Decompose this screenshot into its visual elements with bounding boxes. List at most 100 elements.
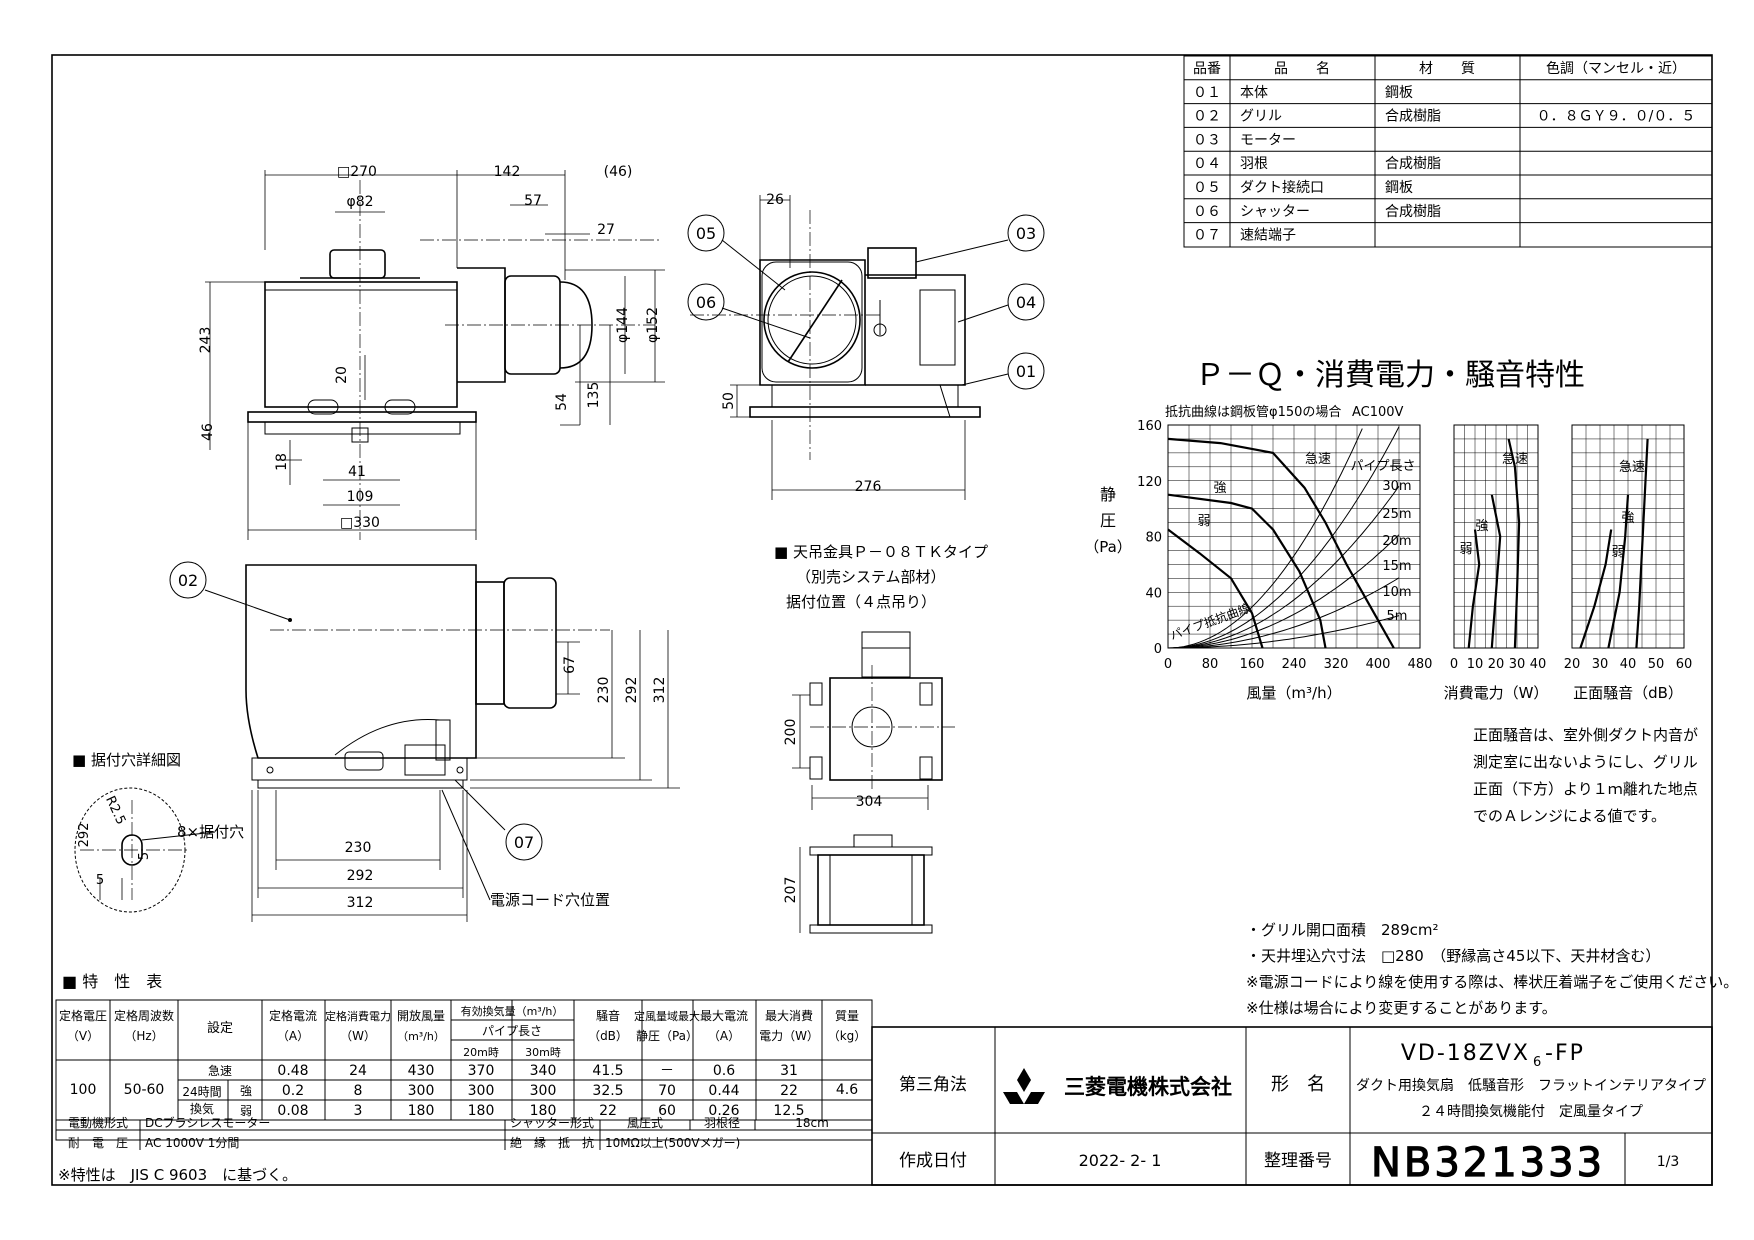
x-tick-label: 0 [1450,657,1458,672]
spec-cell: 0.26 [708,1103,739,1119]
noise-note-line: 測定室に出ないようにし、グリル [1473,753,1698,771]
spec-cell: 0.44 [708,1083,739,1099]
parts-cell: 合成樹脂 [1385,204,1441,220]
pipe-length-label: 25m [1382,507,1411,522]
mounting-hole-detail: ■ 据付穴詳細図 292 R2.5 5 5 8×据付穴 [72,751,244,913]
x-tick-label: 50 [1648,657,1665,672]
x-tick-label: 60 [1676,657,1693,672]
company-name: 三菱電機株式会社 [1064,1075,1232,1099]
bottom-view: 02 07 67 230 292 312 230 292 312 電源コード穴位… [169,561,680,922]
spec-cell: 300 [530,1083,557,1099]
spec-cell: 静圧（Pa） [636,1029,698,1043]
parts-cell: ０５ [1193,180,1221,196]
series-annotation: 弱 [1197,514,1210,529]
x-tick-label: 320 [1324,657,1349,672]
bracket-view: ■ 天吊金具Ｐ－０８ＴＫタイプ （別売システム部材） 据付位置（４点吊り） 20… [774,543,988,934]
callout-03: 03 [1016,224,1036,243]
series-annotation: 弱 [1611,545,1624,560]
dim-109: 109 [347,489,374,505]
spec-cell: 4.6 [836,1082,858,1098]
spec-cell: 18cm [795,1116,829,1130]
series-弱 [1467,529,1481,649]
spec-cell: 32.5 [592,1083,623,1099]
spec-cell: （m³/h） [397,1030,445,1043]
pipe-length-label: 15m [1382,559,1411,574]
spec-cell: 22 [780,1083,798,1099]
spec-cell: 41.5 [592,1063,623,1079]
series-弱 [1579,529,1613,649]
spec-cell: － [660,1063,674,1079]
detail-dim-5b: 5 [137,852,152,860]
series-急速 [1635,438,1649,649]
parts-header-color: 色調（マンセル・近） [1546,60,1686,77]
series-annotation: 弱 [1459,542,1472,557]
x-tick-label: 40 [1530,657,1547,672]
spec-cell: 30m時 [525,1046,561,1059]
spec-cell: 設定 [207,1020,233,1036]
side-view: 26 50 276 05 06 03 04 01 [687,192,1045,500]
drawing-number: NB321333 [1371,1140,1605,1186]
callout-05: 05 [696,224,716,243]
model-suffix: -FP [1545,1041,1585,1066]
series-強 [1607,494,1630,649]
x-tick-label: 0 [1164,657,1172,672]
y-tick-label: 40 [1145,586,1162,601]
series-annotation: 急速 [1502,452,1528,467]
spec-cell: 24 [349,1063,367,1079]
bracket-position: 据付位置（４点吊り） [786,593,936,611]
spec-cell: 180 [530,1103,557,1119]
parts-cell: ０３ [1193,132,1221,148]
bracket-subtitle: （別売システム部材） [796,568,946,586]
spec-cell: 300 [408,1083,435,1099]
spec-cell: 騒音 [596,1008,620,1023]
dim-41: 41 [348,464,366,480]
spec-cell: （V） [67,1029,99,1043]
spec-cell: 100 [70,1082,97,1098]
spec-cell: 定格電圧 [59,1008,107,1023]
callout-02: 02 [178,571,198,590]
chart-ylabel-1: 静 [1100,485,1116,504]
dim-46b: 46 [200,423,216,441]
spec-cell: 22 [599,1103,617,1119]
dim-243: 243 [198,327,214,354]
series-急速 [1507,438,1521,649]
number-label: 整理番号 [1264,1151,1332,1171]
model-description-2: ２４時間換気機能付 定風量タイプ [1419,1104,1643,1120]
x-axis-label: 消費電力（W） [1444,684,1549,702]
bracket-dim-200: 200 [783,719,799,746]
parts-header-name: 品 名 [1274,61,1330,77]
bracket-dim-207: 207 [783,877,799,904]
spec-cell: 羽根径 [704,1116,740,1130]
dim-230v: 230 [596,677,612,704]
callout-07: 07 [514,833,534,852]
spec-cell: 180 [408,1103,435,1119]
note-ceiling-hole: ・天井埋込穴寸法 □280 （野縁高さ45以下、天井材含む） [1246,947,1661,965]
spec-cell: （dB） [588,1029,628,1043]
parts-cell: 鋼板 [1385,85,1413,101]
model-description-1: ダクト用換気扇 低騒音形 フラットインテリアタイプ [1356,1077,1706,1094]
dim-phi144: φ144 [615,307,631,343]
pipe-length-label: 10m [1382,585,1411,600]
detail-hole-label: 8×据付穴 [177,823,244,841]
resistance-curve [1168,577,1400,649]
model-subscript: 6 [1533,1055,1541,1070]
spec-cell: （A） [277,1029,309,1043]
bracket-dim-304: 304 [856,794,883,810]
spec-cell: 質量 [835,1008,859,1023]
chart-title: Ｐ－Ｑ・消費電力・騒音特性 [1195,358,1585,393]
spec-cell: 定格電流 [269,1008,317,1023]
spec-cell: シャッター形式 [510,1116,594,1130]
spec-cell: （A） [708,1029,740,1043]
mitsubishi-logo-icon [1003,1068,1045,1104]
spec-cell: 電力（W） [759,1029,819,1043]
series-annotation: 強 [1213,481,1226,496]
spec-title: ■ 特 性 表 [62,972,162,991]
parts-cell: 速結端子 [1240,228,1296,244]
spec-cell: 電動機形式 [68,1115,128,1130]
note-cord: ※電源コードにより線を使用する際は、棒状圧着端子をご使用ください。 [1246,973,1739,991]
x-tick-label: 10 [1467,657,1484,672]
resistance-curve [1167,426,1400,649]
dim-50: 50 [721,392,737,410]
spec-cell: 急速 [208,1063,232,1078]
